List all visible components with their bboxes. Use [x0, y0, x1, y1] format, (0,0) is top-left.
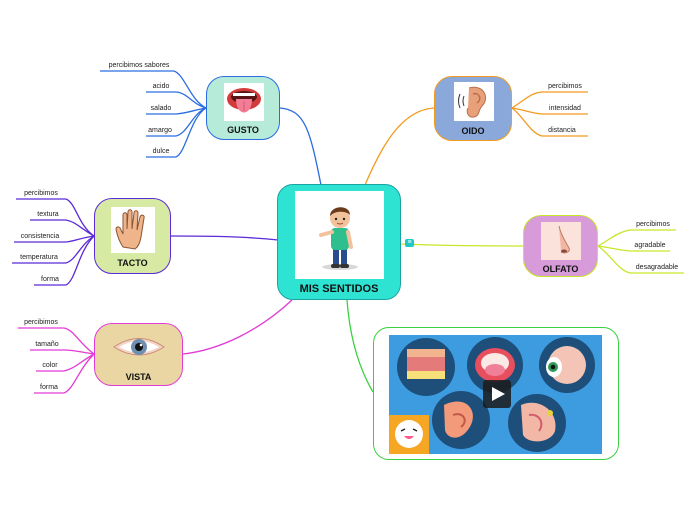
vista-item[interactable]: color: [42, 362, 58, 369]
oido-branches: [511, 91, 588, 137]
topic-label-olfato: OLFATO: [542, 264, 579, 274]
nose-icon: [541, 222, 581, 260]
hand-icon: [111, 207, 155, 253]
oido-item[interactable]: distancia: [548, 127, 576, 134]
olfato-item[interactable]: agradable: [634, 242, 666, 249]
ear-icon: [454, 82, 494, 121]
topic-node-vista[interactable]: VISTA: [94, 323, 183, 386]
tacto-item[interactable]: consistencia: [20, 233, 60, 240]
central-topic-node[interactable]: MIS SENTIDOS: [277, 184, 401, 300]
tacto-branches: [12, 198, 95, 286]
topic-node-tacto[interactable]: TACTO: [94, 198, 171, 274]
vista-item[interactable]: percibimos: [24, 319, 58, 326]
nose-anatomy-icon: [508, 394, 566, 452]
ear-anatomy-icon: [432, 391, 490, 449]
topic-node-olfato[interactable]: OLFATO: [523, 215, 598, 277]
video-thumbnail[interactable]: [389, 335, 602, 454]
link-vista: [182, 299, 293, 355]
vista-item[interactable]: forma: [40, 384, 58, 391]
eye-icon: [111, 329, 167, 365]
tacto-item[interactable]: percibimos: [24, 190, 58, 197]
central-topic-label: MIS SENTIDOS: [299, 283, 379, 295]
mouth-icon: [467, 337, 523, 393]
gusto-item[interactable]: acido: [152, 83, 170, 90]
child-illustration: [295, 191, 384, 279]
gusto-item[interactable]: amargo: [148, 127, 172, 134]
skin-layers-icon: [397, 338, 455, 396]
link-olfato: [399, 243, 524, 247]
oido-item[interactable]: intensidad: [549, 105, 581, 112]
tacto-item[interactable]: textura: [37, 211, 59, 218]
vista-item[interactable]: tamaño: [35, 341, 59, 348]
olfato-branches: [597, 229, 684, 274]
smiley-logo-icon: [389, 415, 429, 454]
olfato-item[interactable]: percibimos: [636, 221, 670, 228]
gusto-item[interactable]: salado: [150, 105, 172, 112]
tongue-icon: [224, 83, 264, 121]
notes-icon[interactable]: ≡: [405, 239, 414, 247]
topic-node-gusto[interactable]: GUSTO: [206, 76, 280, 140]
olfato-item[interactable]: desagradable: [635, 264, 679, 271]
link-oido: [364, 107, 435, 186]
topic-node-oido[interactable]: OIDO: [434, 76, 512, 141]
tacto-item[interactable]: temperatura: [20, 254, 58, 261]
tacto-item[interactable]: forma: [41, 276, 59, 283]
link-gusto: [279, 107, 322, 186]
gusto-item[interactable]: percibimos sabores: [108, 62, 170, 69]
topic-label-gusto: GUSTO: [227, 125, 259, 135]
topic-label-vista: VISTA: [125, 372, 152, 382]
topic-label-tacto: TACTO: [117, 258, 148, 268]
gusto-item[interactable]: dulce: [152, 148, 170, 155]
oido-item[interactable]: percibimos: [548, 83, 582, 90]
play-icon[interactable]: [483, 380, 511, 408]
link-tacto: [169, 235, 279, 241]
gusto-branches: [100, 70, 207, 158]
link-media: [346, 299, 374, 393]
eyeball-icon: [539, 337, 595, 393]
vista-branches: [18, 327, 95, 394]
topic-label-oido: OIDO: [461, 126, 485, 136]
